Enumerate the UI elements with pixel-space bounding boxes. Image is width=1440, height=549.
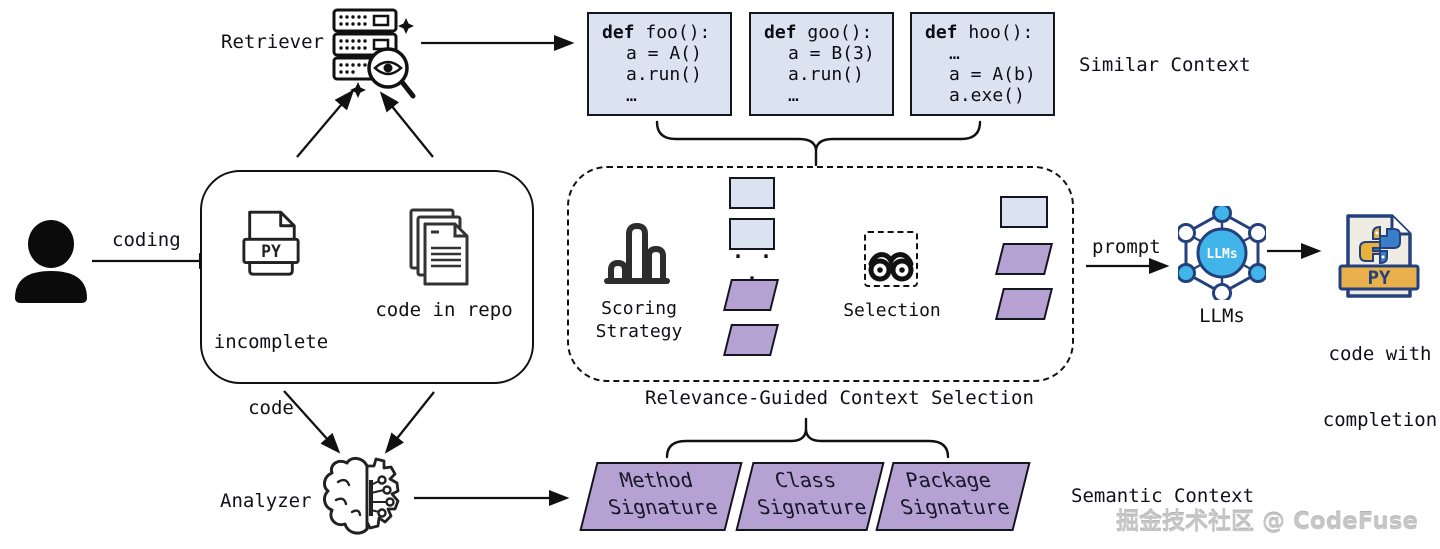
selected-rect (1000, 196, 1048, 228)
prompt-label: prompt (1092, 236, 1161, 258)
method-signature-label: Method Signature (605, 468, 721, 519)
selected-parallelogram (995, 288, 1053, 320)
binoculars-icon (868, 252, 914, 282)
bar-chart-icon (604, 223, 670, 284)
arrow-box-to-analyzer-right (384, 391, 435, 454)
py-badge: PY (261, 242, 281, 261)
retriever-icon (332, 8, 416, 99)
user-icon (15, 220, 87, 303)
analyzer-label: Analyzer (220, 490, 312, 512)
brace-similar-context (655, 120, 818, 167)
coding-label: coding (112, 229, 181, 251)
code-with-completion-label: code with completion (1322, 343, 1438, 431)
selected-parallelogram (995, 243, 1053, 275)
llm-network-icon: LLMs (1178, 206, 1266, 300)
input-container (200, 170, 534, 384)
selection-label: Selection (843, 300, 941, 321)
sparkle-icon (350, 82, 366, 98)
scoring-strategy-label: Scoring Strategy (595, 298, 683, 342)
selection-frame (864, 231, 918, 287)
package-signature-label: Package Signature (897, 468, 1013, 519)
ellipsis-dots: . . . (731, 239, 775, 285)
py-file-icon: PY (242, 210, 300, 276)
pipeline-title: Relevance-Guided Context Selection (645, 387, 1034, 409)
brace-similar-context-right (814, 120, 982, 152)
arrow-box-to-retriever-left (296, 89, 355, 158)
semantic-context-label: Semantic Context (1071, 485, 1255, 507)
sparkle-icon (398, 18, 414, 34)
python-file-icon: PY (1338, 214, 1420, 298)
analyzer-brain-gear-icon (323, 457, 400, 535)
candidate-parallelogram (723, 279, 779, 311)
output-py-badge: PY (1368, 267, 1391, 289)
arrow-box-to-retriever-right (379, 91, 434, 158)
class-signature-label: Class Signature (754, 468, 870, 519)
candidate-rect (729, 218, 775, 250)
arrow-box-to-analyzer-left (283, 390, 341, 454)
similar-context-label: Similar Context (1079, 54, 1251, 76)
code-snippet-hoo: def hoo(): … a = A(b) a.exe() (910, 12, 1055, 116)
llms-caption: LLMs (1199, 305, 1245, 327)
brace-semantic-context (665, 417, 808, 459)
brace-semantic-context-right (804, 428, 950, 459)
watermark: 掘金技术社区 @ CodeFuse (1116, 509, 1418, 535)
code-snippet-goo: def goo(): a = B(3) a.run() … (749, 12, 894, 116)
code-in-repo-label: code in repo (375, 299, 513, 321)
retriever-label: Retriever (221, 31, 324, 53)
candidate-rect (729, 177, 775, 209)
python-logo-icon (1359, 225, 1388, 262)
incomplete-code-label: incomplete code (213, 331, 329, 419)
llm-node-label: LLMs (1206, 247, 1237, 262)
candidate-parallelogram (723, 324, 779, 356)
documents-icon (409, 208, 469, 286)
code-snippet-foo: def foo(): a = A() a.run() … (587, 12, 732, 116)
